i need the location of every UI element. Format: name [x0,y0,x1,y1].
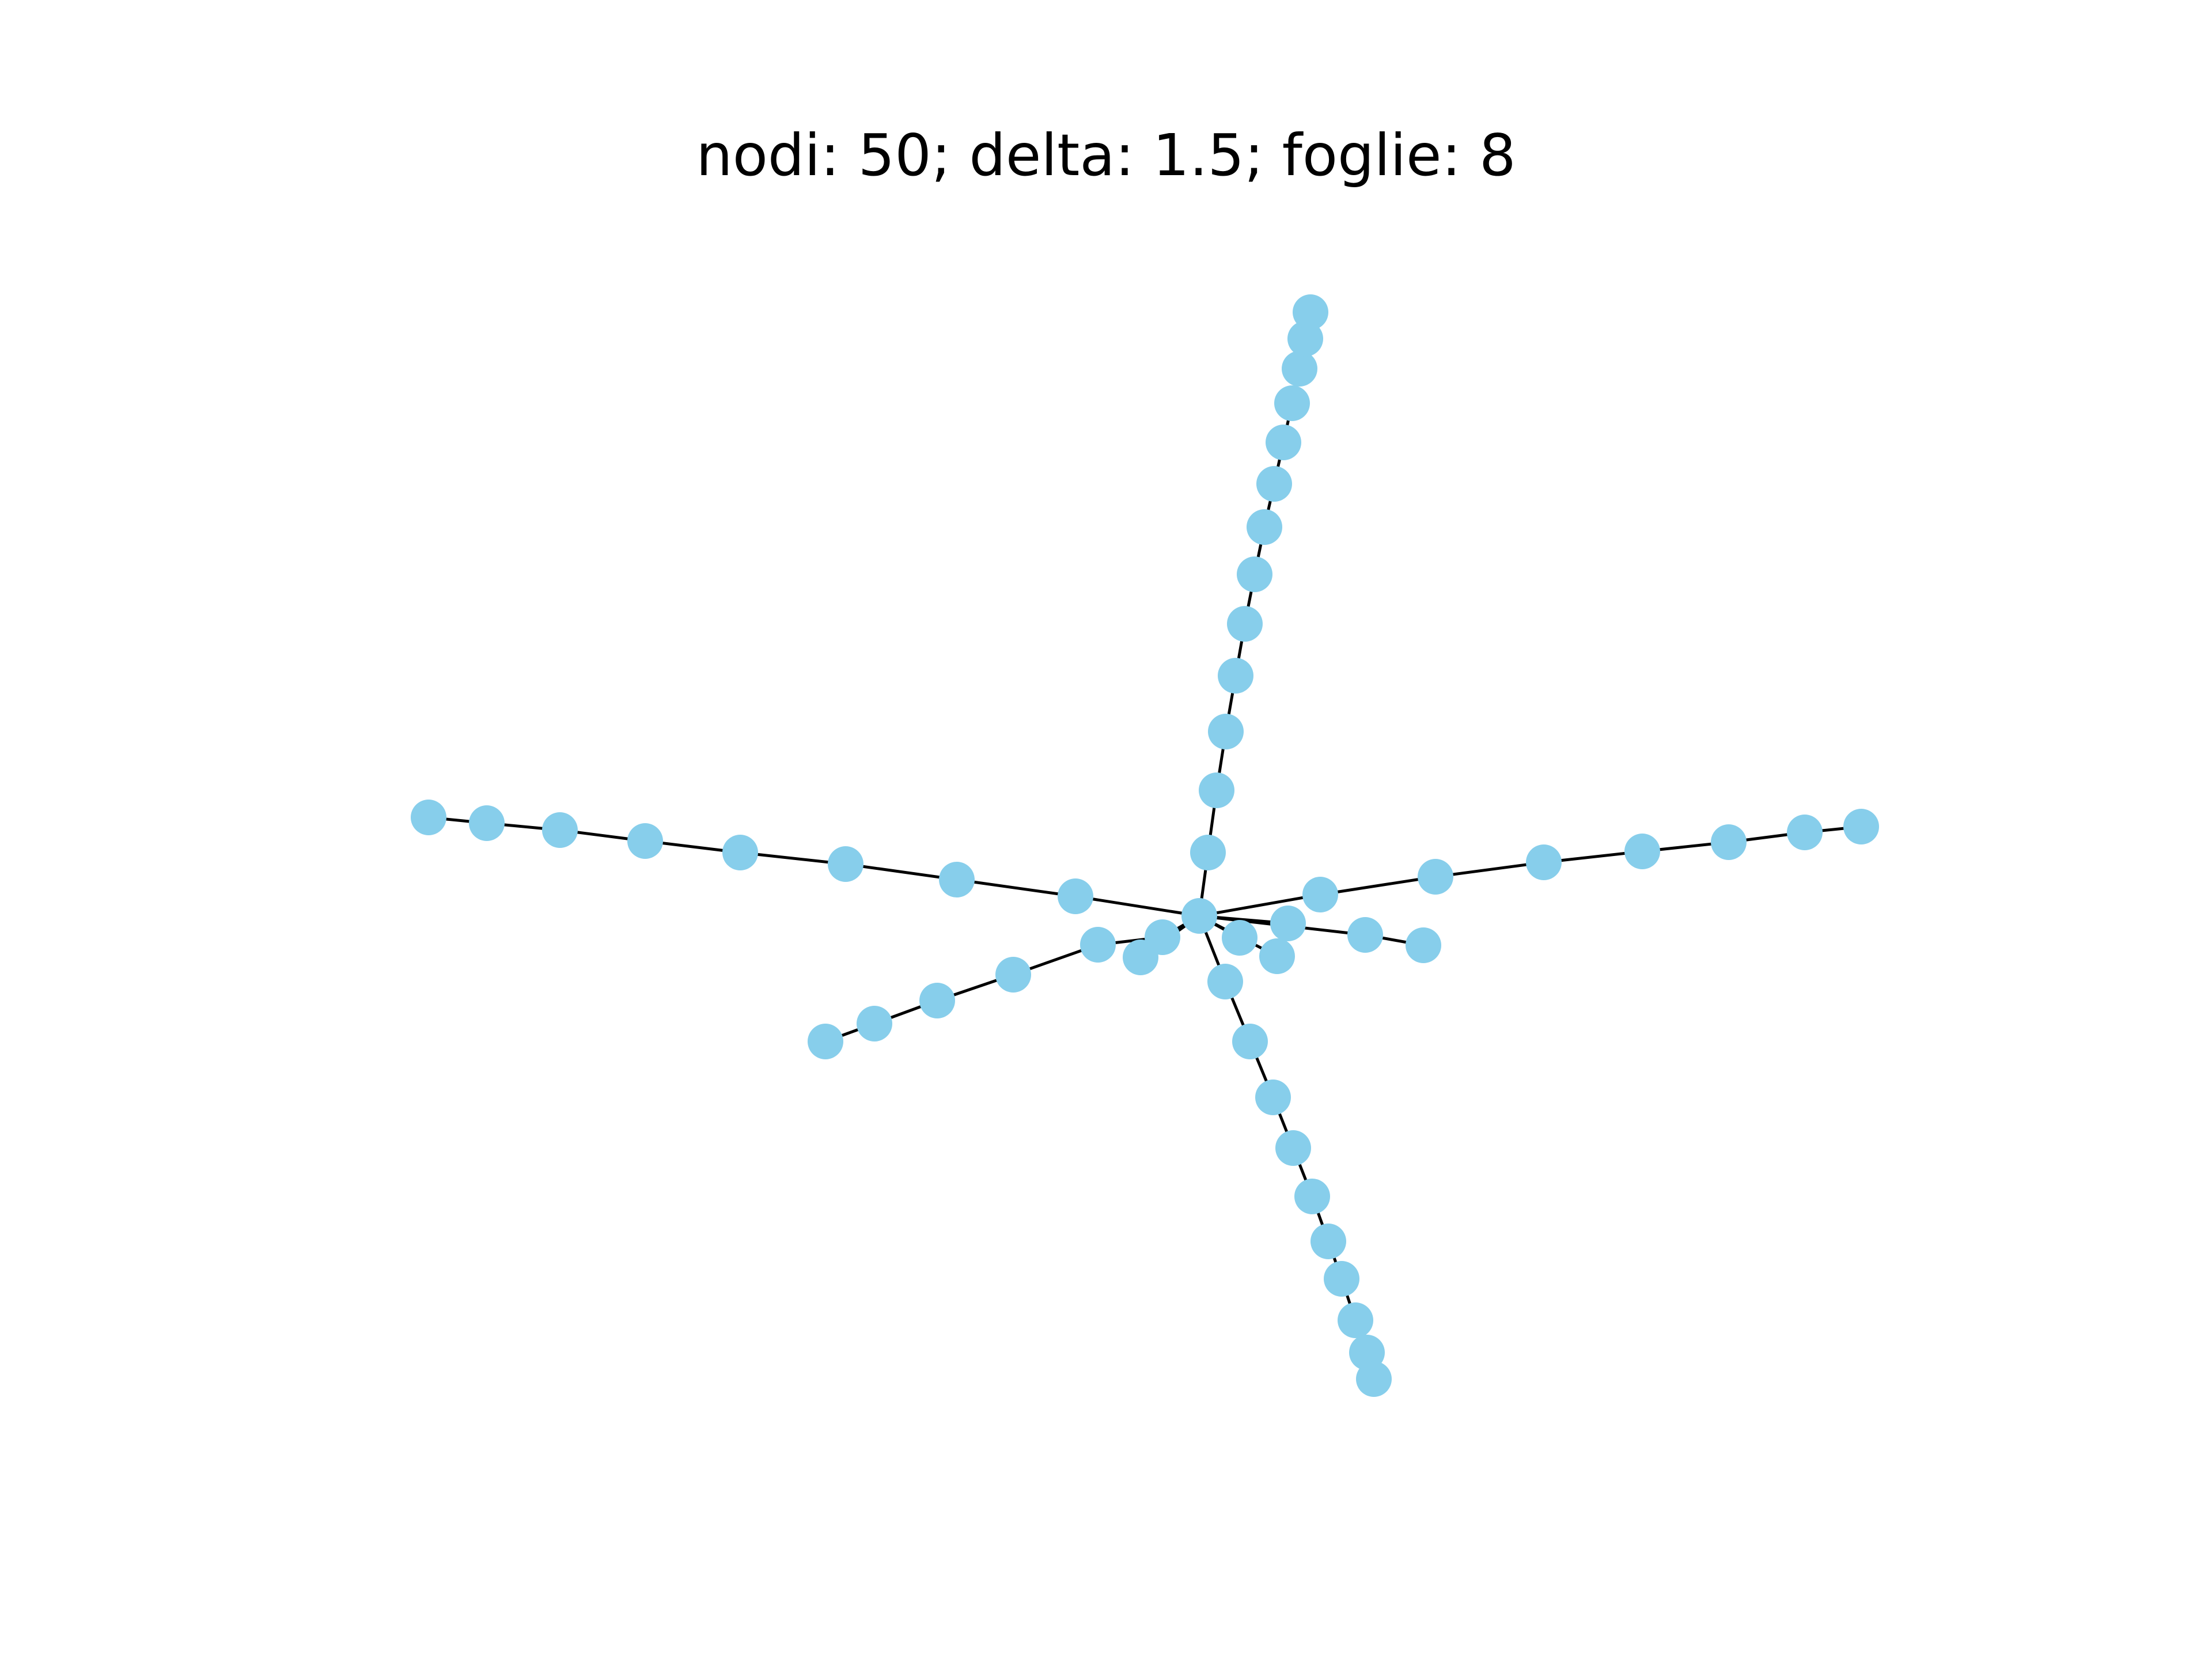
graph-node [1294,1179,1330,1214]
graph-node [1080,927,1116,963]
graph-node [1287,321,1323,357]
graph-node [1843,809,1879,844]
graph-node [1338,1302,1373,1338]
graph-edge [956,878,1076,898]
graph-node [1526,844,1562,880]
graph-node [411,800,446,835]
graph-node [1711,824,1747,860]
graph-node [1227,606,1263,642]
graph-node [1266,425,1301,460]
graph-node [808,1024,843,1059]
graph-node [1255,1080,1291,1115]
graph-edge [1435,861,1544,878]
graph-node [1237,556,1272,592]
graph-edge [845,862,957,881]
graph-node [1259,938,1295,974]
graph-edge [1320,875,1436,896]
graph-node [1282,351,1317,387]
graph-node [1310,1224,1346,1259]
graph-node [1232,1024,1268,1059]
graph-node [1208,714,1244,749]
graph-node [1406,927,1441,963]
graph-node [627,823,663,859]
graph-node [1270,906,1306,941]
graph-node [1347,917,1383,953]
graph-node [1218,658,1253,694]
graph-node [1222,920,1257,956]
graph-node [1181,898,1217,934]
graph-node [1190,835,1226,870]
graph-node [1247,509,1282,545]
graph-edge [1199,893,1321,918]
graph-node [1302,877,1338,912]
graph-node [1293,294,1328,330]
graph-node [1624,834,1660,869]
graph-node [1275,1130,1311,1166]
graph-node [722,835,758,870]
graph-node [1356,1361,1392,1397]
graph-node [542,812,578,848]
graph-node [1123,940,1158,975]
graph-node [1199,772,1234,808]
graph-node [1256,466,1292,502]
graph-edge [1075,895,1200,918]
graph-node [469,805,505,841]
nodes-layer [411,294,1879,1397]
graph-node [1207,964,1243,999]
graph-node [828,846,863,882]
graph-node [919,983,955,1018]
graph-node [1787,815,1823,850]
graph-node [995,957,1031,993]
graph-node [1324,1261,1359,1297]
graph-node [1418,859,1453,895]
graph-node [1274,385,1310,421]
graph-node [857,1006,892,1041]
graph-node [939,862,975,897]
graph-title: nodi: 50; delta: 1.5; foglie: 8 [696,122,1516,189]
graph-node [1058,878,1093,914]
